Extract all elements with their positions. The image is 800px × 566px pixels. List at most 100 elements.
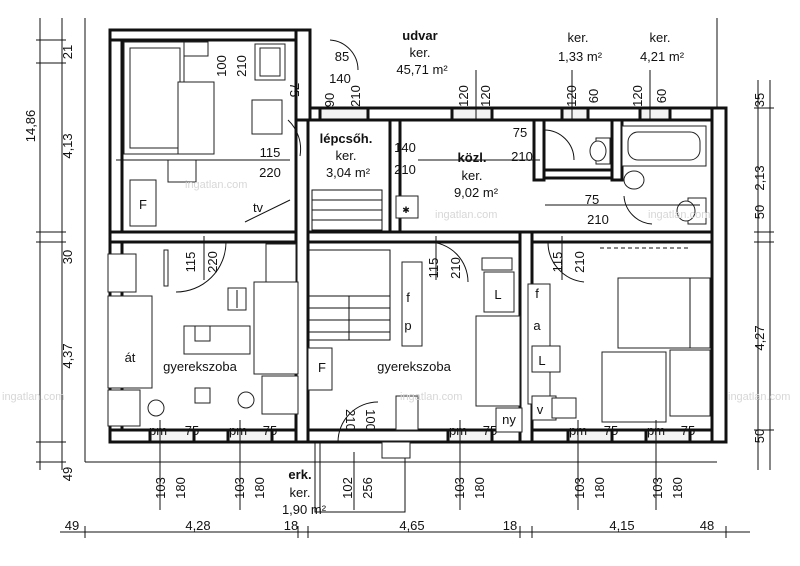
room-area-bath: 4,21 m² bbox=[640, 49, 685, 64]
label-a: a bbox=[533, 318, 541, 333]
wall-int-5 bbox=[530, 230, 714, 244]
dim-220-b: 220 bbox=[205, 251, 220, 273]
dim-60-b: 60 bbox=[654, 89, 669, 103]
room-area-lepcsoh: 3,04 m² bbox=[326, 165, 371, 180]
room-name-kids-1: gyerekszoba bbox=[163, 359, 237, 374]
label-v: v bbox=[537, 402, 544, 417]
dim-210-balcony: 210 bbox=[343, 409, 358, 431]
window-4 bbox=[566, 428, 614, 444]
watermark-2: ingatlan.com bbox=[435, 209, 497, 221]
window-7 bbox=[560, 106, 590, 122]
dim-75-w1: 75 bbox=[185, 423, 199, 438]
dim-115-d: 115 bbox=[550, 252, 565, 273]
label-pm-4: pm bbox=[569, 423, 587, 438]
wall-east bbox=[710, 106, 728, 444]
dim-bottom-49: 49 bbox=[65, 518, 79, 533]
room-name-kids-2: gyerekszoba bbox=[377, 359, 451, 374]
window-3 bbox=[446, 428, 494, 444]
label-pm-3: pm bbox=[449, 423, 467, 438]
label-tv: tv bbox=[253, 200, 264, 215]
dim-75-w3: 75 bbox=[483, 423, 497, 438]
dim-right-4-27: 4,27 bbox=[752, 325, 767, 350]
dim-75-vert: 75 bbox=[287, 83, 302, 97]
dim-180-2: 180 bbox=[252, 477, 267, 499]
watermark-1: ingatlan.com bbox=[185, 179, 247, 191]
dim-75-c: 75 bbox=[585, 192, 599, 207]
dim-left-21: 21 bbox=[60, 45, 75, 59]
dim-210-c: 210 bbox=[394, 162, 416, 177]
dim-bottom-4-15: 4,15 bbox=[609, 518, 634, 533]
dim-75-b: 75 bbox=[513, 125, 527, 140]
dim-90: 90 bbox=[322, 93, 337, 107]
wall-int-3 bbox=[306, 230, 532, 244]
dim-75-w5: 75 bbox=[681, 423, 695, 438]
dim-120-a: 120 bbox=[456, 85, 471, 107]
label-L-1: L bbox=[494, 287, 501, 302]
dim-210-d: 210 bbox=[511, 149, 533, 164]
furniture-right-room bbox=[527, 247, 711, 423]
dim-180-1: 180 bbox=[173, 477, 188, 499]
wall-int-9 bbox=[542, 168, 614, 180]
label-star: ✱ bbox=[402, 205, 410, 215]
room-name-lepcsoh: lépcsőh. bbox=[320, 131, 373, 146]
room-area-wc: 1,33 m² bbox=[558, 49, 603, 64]
dim-60-a: 60 bbox=[586, 89, 601, 103]
dim-115-c: 115 bbox=[426, 258, 441, 279]
dim-102: 102 bbox=[340, 477, 355, 499]
watermark-4: ingatlan.com bbox=[2, 391, 64, 403]
room-area-kozl: 9,02 m² bbox=[454, 185, 499, 200]
dim-103-4: 103 bbox=[572, 477, 587, 499]
room-type-bath: ker. bbox=[650, 30, 671, 45]
label-pm-1: pm bbox=[149, 423, 167, 438]
furniture-kids-room-2 bbox=[307, 257, 523, 459]
dimension-lines bbox=[36, 18, 774, 538]
window-8 bbox=[638, 106, 672, 122]
dim-256: 256 bbox=[360, 477, 375, 499]
dim-140-a: 140 bbox=[329, 71, 351, 86]
dim-115-b: 115 bbox=[183, 252, 198, 273]
label-f-2: F bbox=[318, 360, 326, 375]
dim-bottom-4-65: 4,65 bbox=[399, 518, 424, 533]
dim-left-14-86: 14,86 bbox=[23, 110, 38, 143]
dim-180-3: 180 bbox=[472, 477, 487, 499]
room-type-udvar: ker. bbox=[410, 45, 431, 60]
dim-bottom-48: 48 bbox=[700, 518, 714, 533]
dim-210-f: 210 bbox=[448, 257, 463, 279]
room-type-wc: ker. bbox=[568, 30, 589, 45]
wall-int-6 bbox=[388, 118, 402, 234]
balcony bbox=[314, 441, 406, 513]
wall-int-1 bbox=[108, 230, 302, 244]
window-9 bbox=[318, 106, 370, 122]
dim-103-2: 103 bbox=[232, 477, 247, 499]
dim-180-5: 180 bbox=[670, 477, 685, 499]
room-type-erk: ker. bbox=[290, 485, 311, 500]
dim-210-top: 210 bbox=[234, 55, 249, 77]
room-name-erk: erk. bbox=[288, 467, 311, 482]
dim-bottom-18-b: 18 bbox=[503, 518, 517, 533]
dim-103-1: 103 bbox=[153, 477, 168, 499]
dim-180-4: 180 bbox=[592, 477, 607, 499]
window-5 bbox=[644, 428, 692, 444]
label-L-2: L bbox=[538, 353, 545, 368]
watermark-3: ingatlan.com bbox=[648, 209, 710, 221]
wall-north-left bbox=[108, 28, 302, 42]
dim-120-b: 120 bbox=[478, 85, 493, 107]
wall-south-right bbox=[528, 428, 728, 444]
dim-210-g: 210 bbox=[572, 251, 587, 273]
dim-right-35: 35 bbox=[752, 93, 767, 107]
window-2 bbox=[226, 428, 274, 444]
dim-100-balcony: 100 bbox=[363, 409, 378, 431]
room-name-kozl: közl. bbox=[458, 150, 487, 165]
room-area-erk: 1,90 m² bbox=[282, 502, 327, 517]
room-area-udvar: 45,71 m² bbox=[396, 62, 448, 77]
dim-75-w4: 75 bbox=[604, 423, 618, 438]
dim-140-b: 140 bbox=[394, 140, 416, 155]
label-at: át bbox=[125, 350, 136, 365]
dim-left-4-13: 4,13 bbox=[60, 133, 75, 158]
watermark-5: ingatlan.com bbox=[400, 391, 462, 403]
dim-220-a: 220 bbox=[259, 165, 281, 180]
room-name-udvar: udvar bbox=[402, 28, 437, 43]
label-f-1: F bbox=[139, 197, 147, 212]
dim-120-c: 120 bbox=[564, 85, 579, 107]
dim-left-49: 49 bbox=[60, 467, 75, 481]
